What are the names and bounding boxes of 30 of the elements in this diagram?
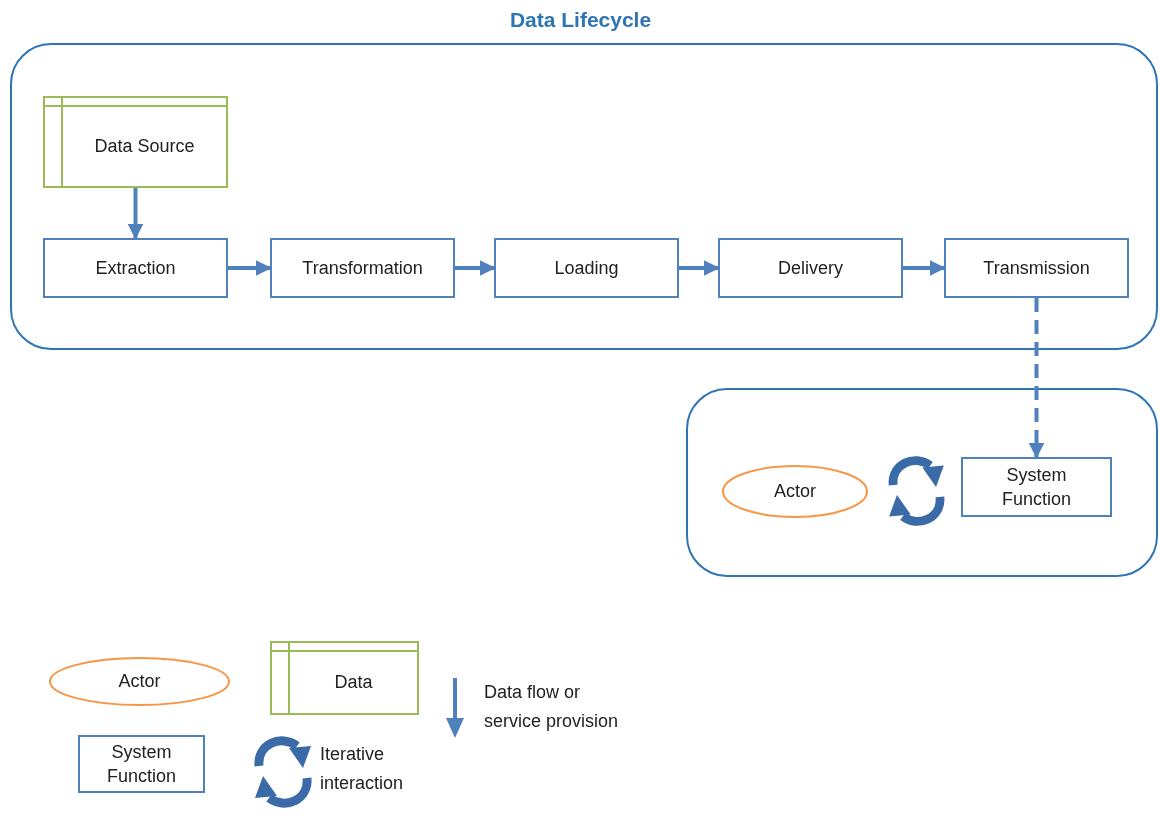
process-box bbox=[718, 238, 903, 298]
arrow bbox=[679, 260, 720, 276]
process-box bbox=[43, 238, 228, 298]
actor-oval bbox=[722, 465, 868, 518]
legend-label: Actor bbox=[118, 670, 161, 694]
node-label: Loading bbox=[554, 256, 619, 280]
data-store-box bbox=[43, 96, 228, 188]
arrow bbox=[228, 260, 272, 276]
process-box bbox=[270, 238, 455, 298]
legend-label: Iterative interaction bbox=[320, 743, 405, 795]
process-box bbox=[944, 238, 1129, 298]
legend-label: Data bbox=[334, 670, 373, 694]
arrow bbox=[1028, 298, 1045, 459]
arrow bbox=[903, 260, 946, 276]
group-container bbox=[686, 388, 1158, 577]
node-label: Actor bbox=[774, 480, 816, 504]
node-label: Transformation bbox=[302, 256, 423, 280]
group-container bbox=[10, 43, 1158, 350]
arrow bbox=[127, 188, 144, 240]
node-label: Delivery bbox=[778, 256, 843, 280]
node-label: Data Source bbox=[94, 134, 195, 158]
process-box bbox=[494, 238, 679, 298]
node-label: Extraction bbox=[95, 256, 176, 280]
node-label: Transmission bbox=[983, 256, 1090, 280]
process-box bbox=[961, 457, 1112, 517]
node-label: System Function bbox=[1000, 463, 1072, 511]
legend-label: Data flow or service provision bbox=[484, 681, 620, 733]
arrow bbox=[455, 260, 496, 276]
legend-label: System Function bbox=[105, 740, 177, 788]
diagram-title: Data Lifecycle bbox=[509, 8, 652, 31]
